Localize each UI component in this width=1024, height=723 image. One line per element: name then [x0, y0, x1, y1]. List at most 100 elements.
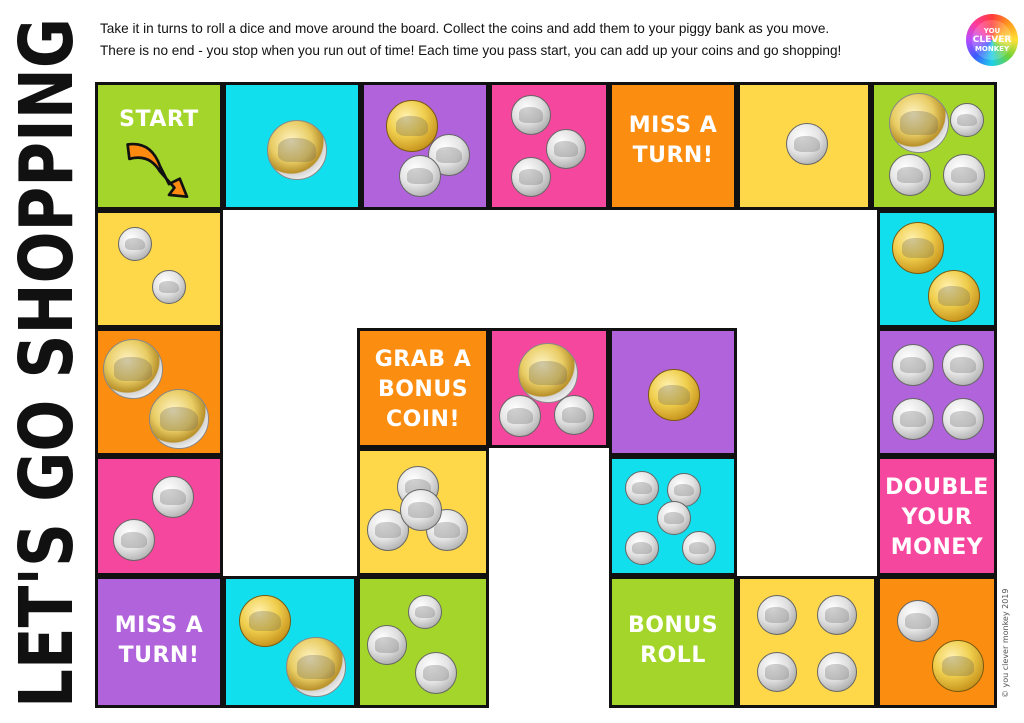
quarter-coin-icon — [942, 344, 984, 386]
loonie-coin-icon — [239, 595, 291, 647]
dime-coin-icon — [625, 531, 659, 565]
tile-caption: BONUS ROLL — [612, 611, 734, 671]
tile-caption-line: MISS A — [114, 613, 204, 638]
dime-coin-icon — [118, 227, 152, 261]
quarter-coin-icon — [897, 600, 939, 642]
quarter-coin-icon — [428, 134, 470, 176]
logo-line-2: CLEVER — [972, 34, 1012, 45]
quarter-coin-icon — [943, 154, 985, 196]
loonie-coin-icon — [928, 270, 980, 322]
nickel-coin-icon — [817, 652, 857, 692]
logo-line-3: MONKEY — [974, 44, 1010, 53]
dime-coin-icon — [625, 471, 659, 505]
nickel-coin-icon — [367, 625, 407, 665]
tile-caption-line: BONUS — [377, 377, 469, 402]
nickel-coin-icon — [511, 157, 551, 197]
nickel-coin-icon — [511, 95, 551, 135]
board-tile-t16 — [489, 328, 609, 448]
board-tile-t12 — [737, 576, 877, 708]
copyright-text: © you clever monkey 2019 — [1001, 589, 1010, 698]
you-clever-monkey-logo: YOU CLEVER MONKEY — [966, 14, 1018, 66]
logo-line-1: YOU — [983, 26, 1001, 35]
board-tile-t4 — [489, 82, 609, 210]
board-tile-t22 — [95, 456, 223, 576]
loonie-coin-icon — [386, 100, 438, 152]
board-tile-start: START — [95, 82, 223, 210]
toonie-coin-icon — [889, 93, 949, 153]
tile-caption-line: MONEY — [890, 535, 984, 560]
tile-caption: MISS A TURN! — [612, 111, 734, 171]
toonie-coin-icon — [149, 389, 209, 449]
quarter-coin-icon — [889, 154, 931, 196]
board-tile-t21: MISS A TURN! — [95, 576, 223, 708]
tile-caption: DOUBLE YOUR MONEY — [880, 473, 994, 563]
quarter-coin-icon — [399, 155, 441, 197]
quarter-coin-icon — [415, 652, 457, 694]
nickel-coin-icon — [757, 652, 797, 692]
loonie-coin-icon — [648, 369, 700, 421]
board-tile-t18 — [357, 448, 489, 576]
board-tile-t13: BONUS ROLL — [609, 576, 737, 708]
quarter-coin-icon — [113, 519, 155, 561]
dime-coin-icon — [950, 103, 984, 137]
game-board: START MISS A TURN! DOUBLE YOUR MONEY BONUS ROLL… — [95, 82, 1000, 708]
board-tile-t17: GRAB A BONUS COIN! — [357, 328, 489, 448]
tile-caption: GRAB A BONUS COIN! — [360, 345, 486, 435]
dime-coin-icon — [682, 531, 716, 565]
quarter-coin-icon — [786, 123, 828, 165]
quarter-coin-icon — [152, 476, 194, 518]
board-tile-t8 — [877, 210, 997, 328]
board-tile-t20 — [223, 576, 357, 708]
tile-caption: START — [98, 105, 220, 135]
tile-caption-line: YOUR — [901, 505, 973, 530]
board-tile-t9 — [877, 328, 997, 456]
loonie-coin-icon — [892, 222, 944, 274]
tile-caption-line: BONUS — [627, 613, 719, 638]
tile-caption: MISS A TURN! — [98, 611, 220, 671]
dime-coin-icon — [152, 270, 186, 304]
board-tile-t11 — [877, 576, 997, 708]
board-tile-t15 — [609, 328, 737, 456]
loonie-coin-icon — [932, 640, 984, 692]
board-tile-t7 — [871, 82, 997, 210]
toonie-coin-icon — [518, 343, 578, 403]
copyright: © you clever monkey 2019 — [1001, 589, 1010, 698]
instructions: Take it in turns to roll a dice and move… — [100, 18, 960, 62]
board-tile-t23 — [95, 328, 223, 456]
board-tile-t2 — [223, 82, 361, 210]
nickel-coin-icon — [817, 595, 857, 635]
quarter-coin-icon — [892, 398, 934, 440]
board-tile-t3 — [361, 82, 489, 210]
board-tile-t14 — [609, 456, 737, 576]
tile-caption-line: TURN! — [118, 643, 200, 668]
board-tile-t19 — [357, 576, 489, 708]
board-tile-t6 — [737, 82, 871, 210]
tile-caption-line: GRAB A — [374, 347, 472, 372]
dime-coin-icon — [657, 501, 691, 535]
dime-coin-icon — [408, 595, 442, 629]
quarter-coin-icon — [942, 398, 984, 440]
title-text: LET'S GO SHOPPING — [8, 18, 90, 708]
toonie-coin-icon — [103, 339, 163, 399]
quarter-coin-icon — [400, 489, 442, 531]
toonie-coin-icon — [286, 637, 346, 697]
game-title: LET'S GO SHOPPING — [8, 18, 90, 708]
tile-caption-line: ROLL — [640, 643, 706, 668]
board-tile-t5: MISS A TURN! — [609, 82, 737, 210]
arrow-icon — [126, 142, 189, 199]
board-tile-t10: DOUBLE YOUR MONEY — [877, 456, 997, 576]
tile-caption-line: MISS A — [628, 113, 718, 138]
instruction-line-2: There is no end - you stop when you run … — [100, 43, 842, 58]
tile-caption-line: START — [119, 107, 199, 132]
tile-caption-line: COIN! — [386, 407, 460, 432]
nickel-coin-icon — [757, 595, 797, 635]
quarter-coin-icon — [499, 395, 541, 437]
nickel-coin-icon — [546, 129, 586, 169]
instruction-line-1: Take it in turns to roll a dice and move… — [100, 21, 830, 36]
toonie-coin-icon — [267, 120, 327, 180]
nickel-coin-icon — [554, 395, 594, 435]
board-tile-t24 — [95, 210, 223, 328]
tile-caption-line: DOUBLE — [885, 475, 989, 500]
tile-caption-line: TURN! — [632, 143, 714, 168]
quarter-coin-icon — [892, 344, 934, 386]
